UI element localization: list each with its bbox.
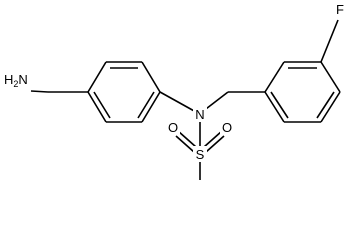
fluorine-bg [334, 2, 346, 18]
sulfur-bg [193, 146, 207, 162]
bond-ring2-f [264, 91, 285, 123]
oxygen-right-bg [220, 119, 234, 135]
oxygen-left-bg [166, 119, 180, 135]
oxygen-right-label: O [222, 120, 232, 135]
bond-s-o-right-b [203, 130, 223, 148]
bond-ring1-d [141, 91, 161, 123]
bond-ring1-a [87, 61, 107, 93]
bond-ring2-double-left [270, 91, 289, 119]
bond-ring1-double-right [137, 91, 155, 119]
amine-h: H [4, 72, 13, 87]
atom-labels: H2N N S O O F [4, 2, 346, 162]
bond-s-o-left-b [177, 130, 197, 148]
bond-ring1-f [87, 91, 107, 123]
sulfur-label: S [196, 147, 205, 162]
bond-ring1-double-left [93, 91, 111, 119]
nitrogen-bg [193, 106, 207, 122]
bonds [30, 19, 341, 180]
bond-s-o-left-a [175, 135, 195, 153]
bond-ring2-c [320, 61, 341, 93]
bond-s-o-right-a [205, 135, 225, 153]
bond-ring2-a [264, 61, 285, 93]
bond-ring2-double-right [316, 91, 335, 119]
amine-n: N [18, 72, 27, 87]
bond-ring1-c [141, 61, 161, 93]
structure-canvas: H2N N S O O F [4, 2, 346, 180]
bond-n-ch2 [30, 90, 49, 93]
amine-subscript: 2 [13, 79, 18, 89]
bond-c-f [320, 19, 339, 63]
amine-label: H2N [4, 72, 28, 89]
oxygen-left-label: O [168, 120, 178, 135]
nitrogen-label: N [195, 107, 204, 122]
fluorine-label: F [336, 2, 344, 17]
bond-ring2-d [320, 91, 341, 123]
bond-ring-n [159, 91, 197, 113]
